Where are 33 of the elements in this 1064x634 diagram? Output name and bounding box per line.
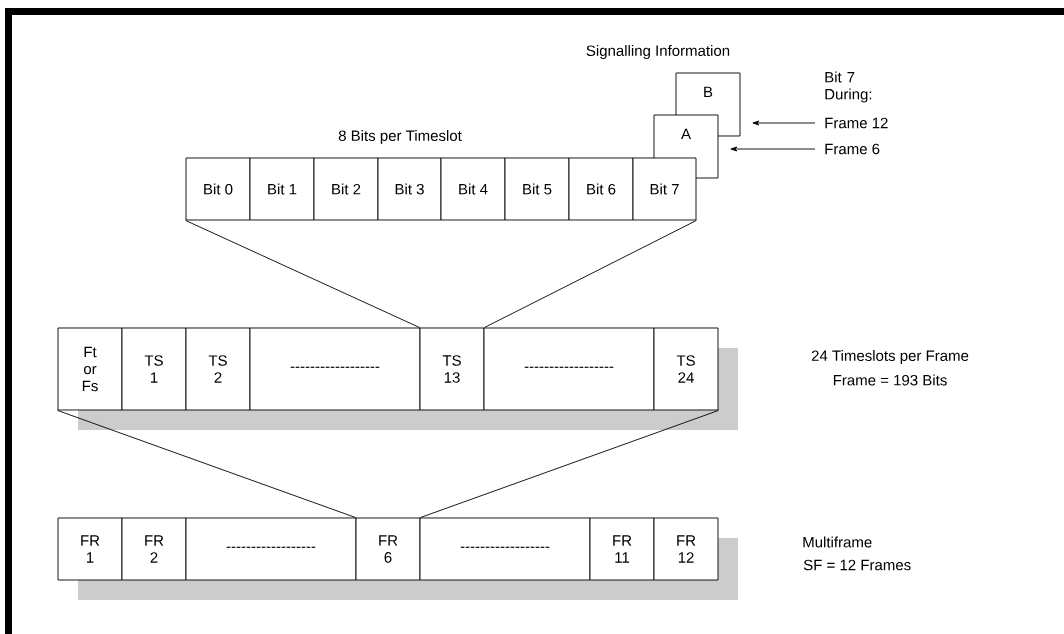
connector-line [420,410,719,518]
timeslot-cell: TS 24 [653,327,719,411]
bit-cell: Bit 2 [313,157,379,221]
bit-cell: Bit 0 [185,157,251,221]
frame-cell: FR 1 [57,517,123,581]
timeslot-cell: Ft or Fs [57,327,123,411]
bit-cell: Bit 5 [504,157,570,221]
timeslot-cell: TS 2 [185,327,251,411]
side-note: SF = 12 Frames [803,559,911,571]
timeslot-cell: TS 13 [419,327,485,411]
bit-cell: Bit 7 [632,157,697,221]
bit-cell: Bit 4 [440,157,506,221]
frame-cell: FR 12 [653,517,719,581]
bit-cell: Bit 3 [377,157,442,221]
timeslot-cell: TS 1 [121,327,187,411]
heading: 8 Bits per Timeslot [338,130,462,144]
heading: Signalling Information [586,45,730,59]
side-note: Frame = 193 Bits [833,374,947,386]
side-note: Bit 7 During: [825,71,872,103]
bit-cell: Bit 1 [249,157,315,221]
bit-cell: Bit 6 [568,157,634,221]
frame-cell: FR 6 [355,517,421,581]
side-note: Multiframe [803,536,872,548]
frame-cell: FR 11 [589,517,655,581]
side-note: 24 Timeslots per Frame [811,350,969,364]
connector-line [185,220,420,328]
arrow [752,120,816,126]
connector-line [57,410,356,518]
connector-line [484,220,697,328]
frame-label: Frame 6 [825,143,880,155]
frame-label: Frame 12 [825,117,888,129]
frame-cell: FR 2 [121,517,187,581]
arrow [730,146,816,152]
